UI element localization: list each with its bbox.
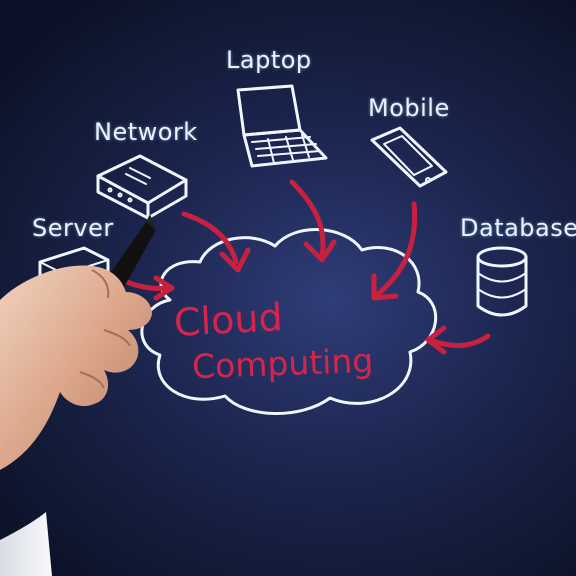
cloud-title-line2: Computing	[191, 340, 374, 387]
label-database: Database	[460, 214, 576, 242]
arrow-network-to-cloud	[181, 211, 251, 273]
laptop-icon	[236, 84, 328, 168]
label-laptop: Laptop	[226, 46, 312, 74]
label-network: Network	[94, 118, 198, 146]
arrow-database-to-cloud	[425, 325, 491, 355]
mobile-icon	[370, 126, 448, 188]
arrow-mobile-to-cloud	[371, 201, 418, 301]
arrow-laptop-to-cloud	[289, 179, 337, 263]
hand-with-marker	[0, 214, 156, 576]
label-mobile: Mobile	[368, 94, 450, 122]
label-server: Server	[32, 214, 114, 242]
database-icon	[476, 246, 528, 317]
network-icon	[96, 154, 188, 220]
cloud-title-line1: Cloud	[172, 295, 284, 345]
